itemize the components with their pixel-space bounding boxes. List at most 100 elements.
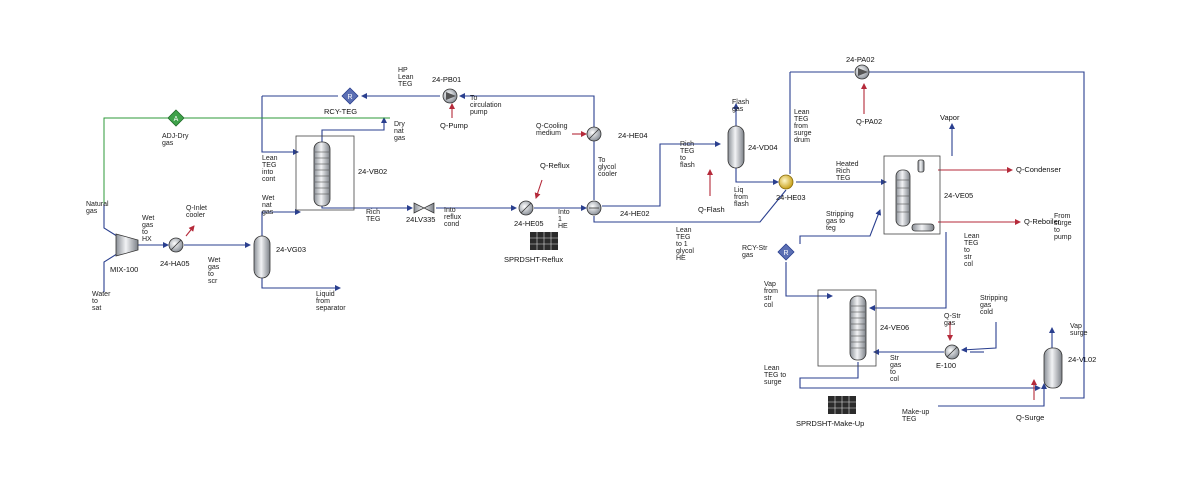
label-line: Lean: [964, 233, 980, 240]
label-line: Stripping: [980, 295, 1008, 302]
label-he03: 24-HE03: [776, 193, 806, 202]
label-line: pump: [1054, 234, 1072, 241]
label-line: gas: [742, 252, 754, 259]
label-vb02: 24-VB02: [358, 167, 387, 176]
label-line: scr: [208, 278, 218, 285]
glycol-cooler-24-he04-icon[interactable]: [586, 126, 602, 142]
heater-e-100-icon[interactable]: [944, 344, 960, 360]
spreadsheet-make-up-icon[interactable]: [828, 396, 856, 414]
label-q-surge: Q-Surge: [1016, 413, 1044, 422]
label-line: sat: [92, 305, 101, 312]
label-line: gas: [732, 106, 744, 113]
label-line: 1: [558, 216, 562, 223]
label-line: col: [764, 302, 773, 309]
label-line: Vap: [1070, 323, 1082, 330]
label-line: surge: [1070, 330, 1088, 337]
label-q-pa02: Q-PA02: [856, 117, 882, 126]
regenerator-24-ve05-icon[interactable]: [895, 159, 935, 232]
pump-24-pa02-icon[interactable]: [854, 64, 870, 80]
pump-24-pb01-icon[interactable]: [442, 88, 458, 104]
label-line: cond: [444, 221, 459, 228]
label-line: surge: [794, 130, 812, 137]
label-line: reflux: [444, 214, 462, 221]
lean-rich-exchanger-24-he03-icon[interactable]: [778, 174, 794, 190]
label-line: TEG: [794, 116, 808, 123]
label-pa02: 24-PA02: [846, 55, 875, 64]
cooler-24-ha05-icon[interactable]: [168, 237, 184, 253]
energy-streams: [185, 83, 1037, 400]
label-line: gas to: [826, 218, 845, 225]
label-line: Stripping: [826, 211, 854, 218]
label-line: to: [890, 369, 896, 376]
label-line: to: [208, 271, 214, 278]
label-line: Heated: [836, 161, 859, 168]
reflux-condenser-24-he05-icon[interactable]: [518, 200, 534, 216]
heat-exchanger-24-he02-icon[interactable]: [586, 200, 602, 216]
label-line: Lean: [764, 365, 780, 372]
label-pb01: 24-PB01: [432, 75, 461, 84]
separator-24-vg03-icon[interactable]: [253, 235, 271, 279]
adj-logic-link: [103, 117, 390, 204]
label-line: Rich: [366, 209, 380, 216]
recycle-rcy-str-gas-icon[interactable]: R: [777, 243, 795, 261]
label-line: separator: [316, 305, 346, 312]
label-line: HP: [398, 67, 408, 74]
label-line: TEG: [262, 162, 276, 169]
surge-drum-24-vl02-icon[interactable]: [1043, 347, 1063, 389]
label-line: gas: [262, 209, 274, 216]
label-q-reboiler: Q-Reboiler: [1024, 217, 1061, 226]
label-line: TEG: [676, 234, 690, 241]
label-line: HE: [558, 223, 568, 230]
label-line: Q-Cooling: [536, 123, 568, 130]
mixer-icon[interactable]: [115, 233, 139, 257]
valve-24lv335-icon[interactable]: [413, 202, 435, 214]
label-line: to: [92, 298, 98, 305]
label-line: surge: [764, 379, 782, 386]
label-line: Lean: [794, 109, 810, 116]
label-line: circulation: [470, 102, 502, 109]
adjust-adj-dry-gas-icon[interactable]: A: [167, 109, 185, 127]
label-e100: E-100: [936, 361, 956, 370]
label-line: HE: [676, 255, 686, 262]
label-line: Rich: [836, 168, 850, 175]
label-ve05: 24-VE05: [944, 191, 973, 200]
label-line: pump: [470, 109, 488, 116]
label-line: TEG: [964, 240, 978, 247]
material-streams: [103, 71, 1085, 407]
label-line: str: [964, 254, 972, 261]
label-line: gas: [394, 135, 406, 142]
label-line: From: [1054, 213, 1071, 220]
label-lv335: 24LV335: [406, 215, 435, 224]
recycle-rcy-teg-icon[interactable]: R: [341, 87, 359, 105]
label-line: gas: [890, 362, 902, 369]
label-line: TEG: [836, 175, 850, 182]
label-line: Into: [444, 207, 456, 214]
label-line: HX: [142, 236, 152, 243]
flash-drum-24-vd04-icon[interactable]: [727, 125, 745, 169]
label-line: Water: [92, 291, 111, 298]
label-line: Make-up: [902, 409, 929, 416]
label-line: Wet: [142, 215, 154, 222]
stripping-column-24-ve06-icon[interactable]: [849, 295, 867, 361]
label-line: To: [470, 95, 478, 102]
label-line: cont: [262, 176, 275, 183]
label-line: Into: [558, 209, 570, 216]
label-line: nat: [262, 202, 272, 209]
contactor-24-vb02-icon[interactable]: [313, 141, 331, 207]
spreadsheet-reflux-icon[interactable]: [530, 232, 558, 250]
